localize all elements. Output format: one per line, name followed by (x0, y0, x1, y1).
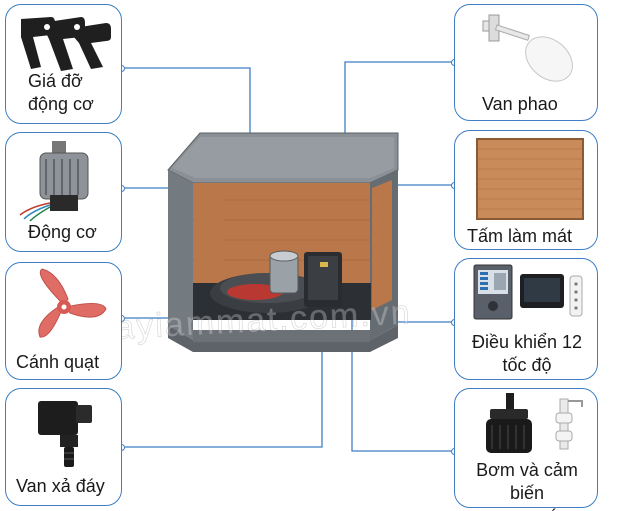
label-speed-control: Điều khiển 12 tốc độ (471, 332, 583, 375)
cooler-base (168, 325, 398, 352)
motor-icon (19, 141, 89, 222)
drain-valve-icon (38, 401, 92, 467)
cooler-left-side (168, 170, 193, 340)
card-cooling-pad: Tấm làm mát (454, 130, 598, 250)
label-float-valve: Van phao (482, 94, 558, 114)
connector-pump-sensor (351, 315, 455, 452)
float-valve-icon (482, 14, 573, 82)
label-drain-valve: Van xả đáy (16, 476, 105, 496)
control-panel-icon (473, 264, 583, 320)
label-motor-bracket: Giá đỡ động cơ (28, 71, 94, 114)
label-motor: Động cơ (28, 222, 97, 242)
card-drain-valve: Van xả đáy (5, 388, 122, 506)
connector-drain-valve (125, 330, 323, 448)
label-fan-blade: Cánh quạt (16, 352, 100, 372)
motor-bracket-icon (21, 17, 111, 71)
card-motor: Động cơ (5, 132, 122, 252)
label-cooling-pad: Tấm làm mát (467, 226, 573, 246)
card-fan-blade: Cánh quạt (5, 262, 122, 380)
card-speed-control: Điều khiển 12 tốc độ (454, 258, 598, 380)
card-motor-bracket: Giá đỡ động cơ (5, 4, 122, 124)
fan-blade-icon (38, 268, 107, 338)
card-pump-sensor: Bơm và cảm biến mực nước (454, 388, 598, 511)
pump-sensor-icon (486, 393, 583, 453)
cooling-pad-icon (476, 138, 584, 220)
card-float-valve: Van phao (454, 4, 598, 121)
label-pump-sensor: Bơm và cảm biến mực nước (476, 460, 578, 511)
